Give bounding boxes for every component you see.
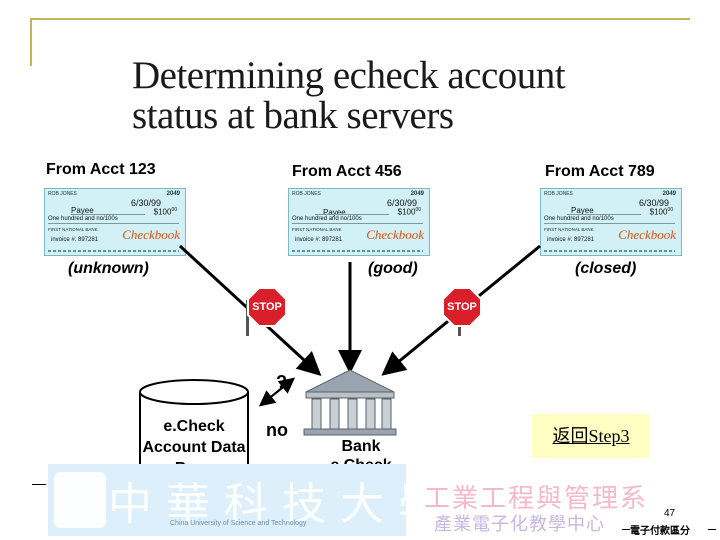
center-name: 產業電子化教學中心: [434, 514, 605, 535]
page-number: 47: [664, 508, 676, 519]
micr-line: [544, 250, 675, 252]
account-label-123: From Acct 123: [46, 161, 156, 178]
top-decor-line: [30, 18, 690, 20]
stop-sign-icon: [442, 287, 482, 336]
check-words: One hundred and no/100s: [48, 216, 118, 222]
words-line: [544, 223, 675, 224]
check-date: 6/30/99: [639, 198, 670, 208]
micr-line: [292, 250, 423, 252]
payee-line: [71, 214, 145, 215]
echeck-image-123: ROB JONES 2049 6/30/99 Payee $10000 One …: [44, 188, 186, 256]
check-payee: Payee: [571, 206, 594, 215]
checkbook-logo: Checkbook: [618, 227, 676, 242]
check-date: 6/30/99: [387, 198, 418, 208]
footer-rule-left: [32, 484, 46, 485]
stop-sign-text: STOP: [252, 301, 282, 313]
check-memo: invoice #: 897281: [51, 237, 99, 243]
check-number: 2049: [662, 191, 676, 197]
check-words: One hundred and no/100s: [544, 216, 614, 222]
footer-text: 電子付款區分: [630, 526, 690, 537]
check-bank: FIRST NATIONAL BANK: [292, 227, 342, 232]
check-drawer: ROB JONES: [544, 191, 573, 197]
payee-line: [315, 214, 389, 215]
checkbook-logo: Checkbook: [366, 227, 424, 242]
check-number: 2049: [166, 191, 180, 197]
check-payee: Payee: [323, 208, 346, 217]
check-amount: $10000: [397, 207, 421, 217]
no-label: no: [266, 420, 288, 440]
footer-rule-right: [622, 529, 630, 530]
echeck-image-789: ROB JONES 2049 6/30/99 Payee $10000 One …: [540, 188, 682, 256]
check-amount: $10000: [649, 207, 673, 217]
arrow-database-to-bank: [261, 377, 296, 405]
bank-building-icon: [303, 369, 397, 436]
left-decor-line: [30, 18, 32, 66]
footer-rule-end: [708, 529, 716, 530]
department-name: 工業工程與管理系: [424, 484, 649, 514]
status-good: (good): [368, 260, 418, 277]
check-bank: FIRST NATIONAL BANK: [544, 227, 594, 232]
check-bank: FIRST NATIONAL BANK: [48, 227, 98, 232]
university-name-cn: 中華科技大學: [108, 479, 406, 530]
check-memo: invoice #: 897281: [295, 237, 343, 243]
status-closed: (closed): [575, 260, 637, 277]
payee-line: [567, 214, 641, 215]
stop-sign-icon: [246, 287, 287, 336]
check-memo: invoice #: 897281: [547, 237, 595, 243]
slide-title: Determining echeck account status at ban…: [132, 54, 566, 137]
check-date: 6/30/99: [131, 198, 162, 208]
account-label-789: From Acct 789: [545, 163, 655, 180]
university-name-en: China University of Science and Technolo…: [170, 520, 307, 527]
check-payee: Payee: [71, 206, 94, 215]
database-cylinder-icon: [139, 379, 249, 481]
account-label-456: From Acct 456: [292, 163, 402, 180]
checkbook-logo: Checkbook: [122, 227, 180, 242]
check-number: 2049: [410, 191, 424, 197]
university-banner: 中華科技大學 China University of Science and T…: [48, 464, 406, 536]
micr-line: [48, 250, 179, 252]
check-drawer: ROB JONES: [292, 191, 321, 197]
echeck-image-456: ROB JONES 2049 6/30/99 Payee $10000 One …: [288, 188, 430, 256]
check-words: One hundred and no/100s: [292, 216, 362, 222]
words-line: [48, 223, 179, 224]
university-emblem-icon: [54, 472, 106, 528]
check-amount: $10000: [153, 207, 177, 217]
words-line: [292, 223, 423, 224]
status-unknown: (unknown): [68, 260, 149, 277]
check-drawer: ROB JONES: [48, 191, 77, 197]
question-mark: ?: [276, 372, 287, 392]
stop-sign-text: STOP: [447, 301, 477, 313]
return-step3-link[interactable]: 返回Step3: [532, 414, 650, 458]
